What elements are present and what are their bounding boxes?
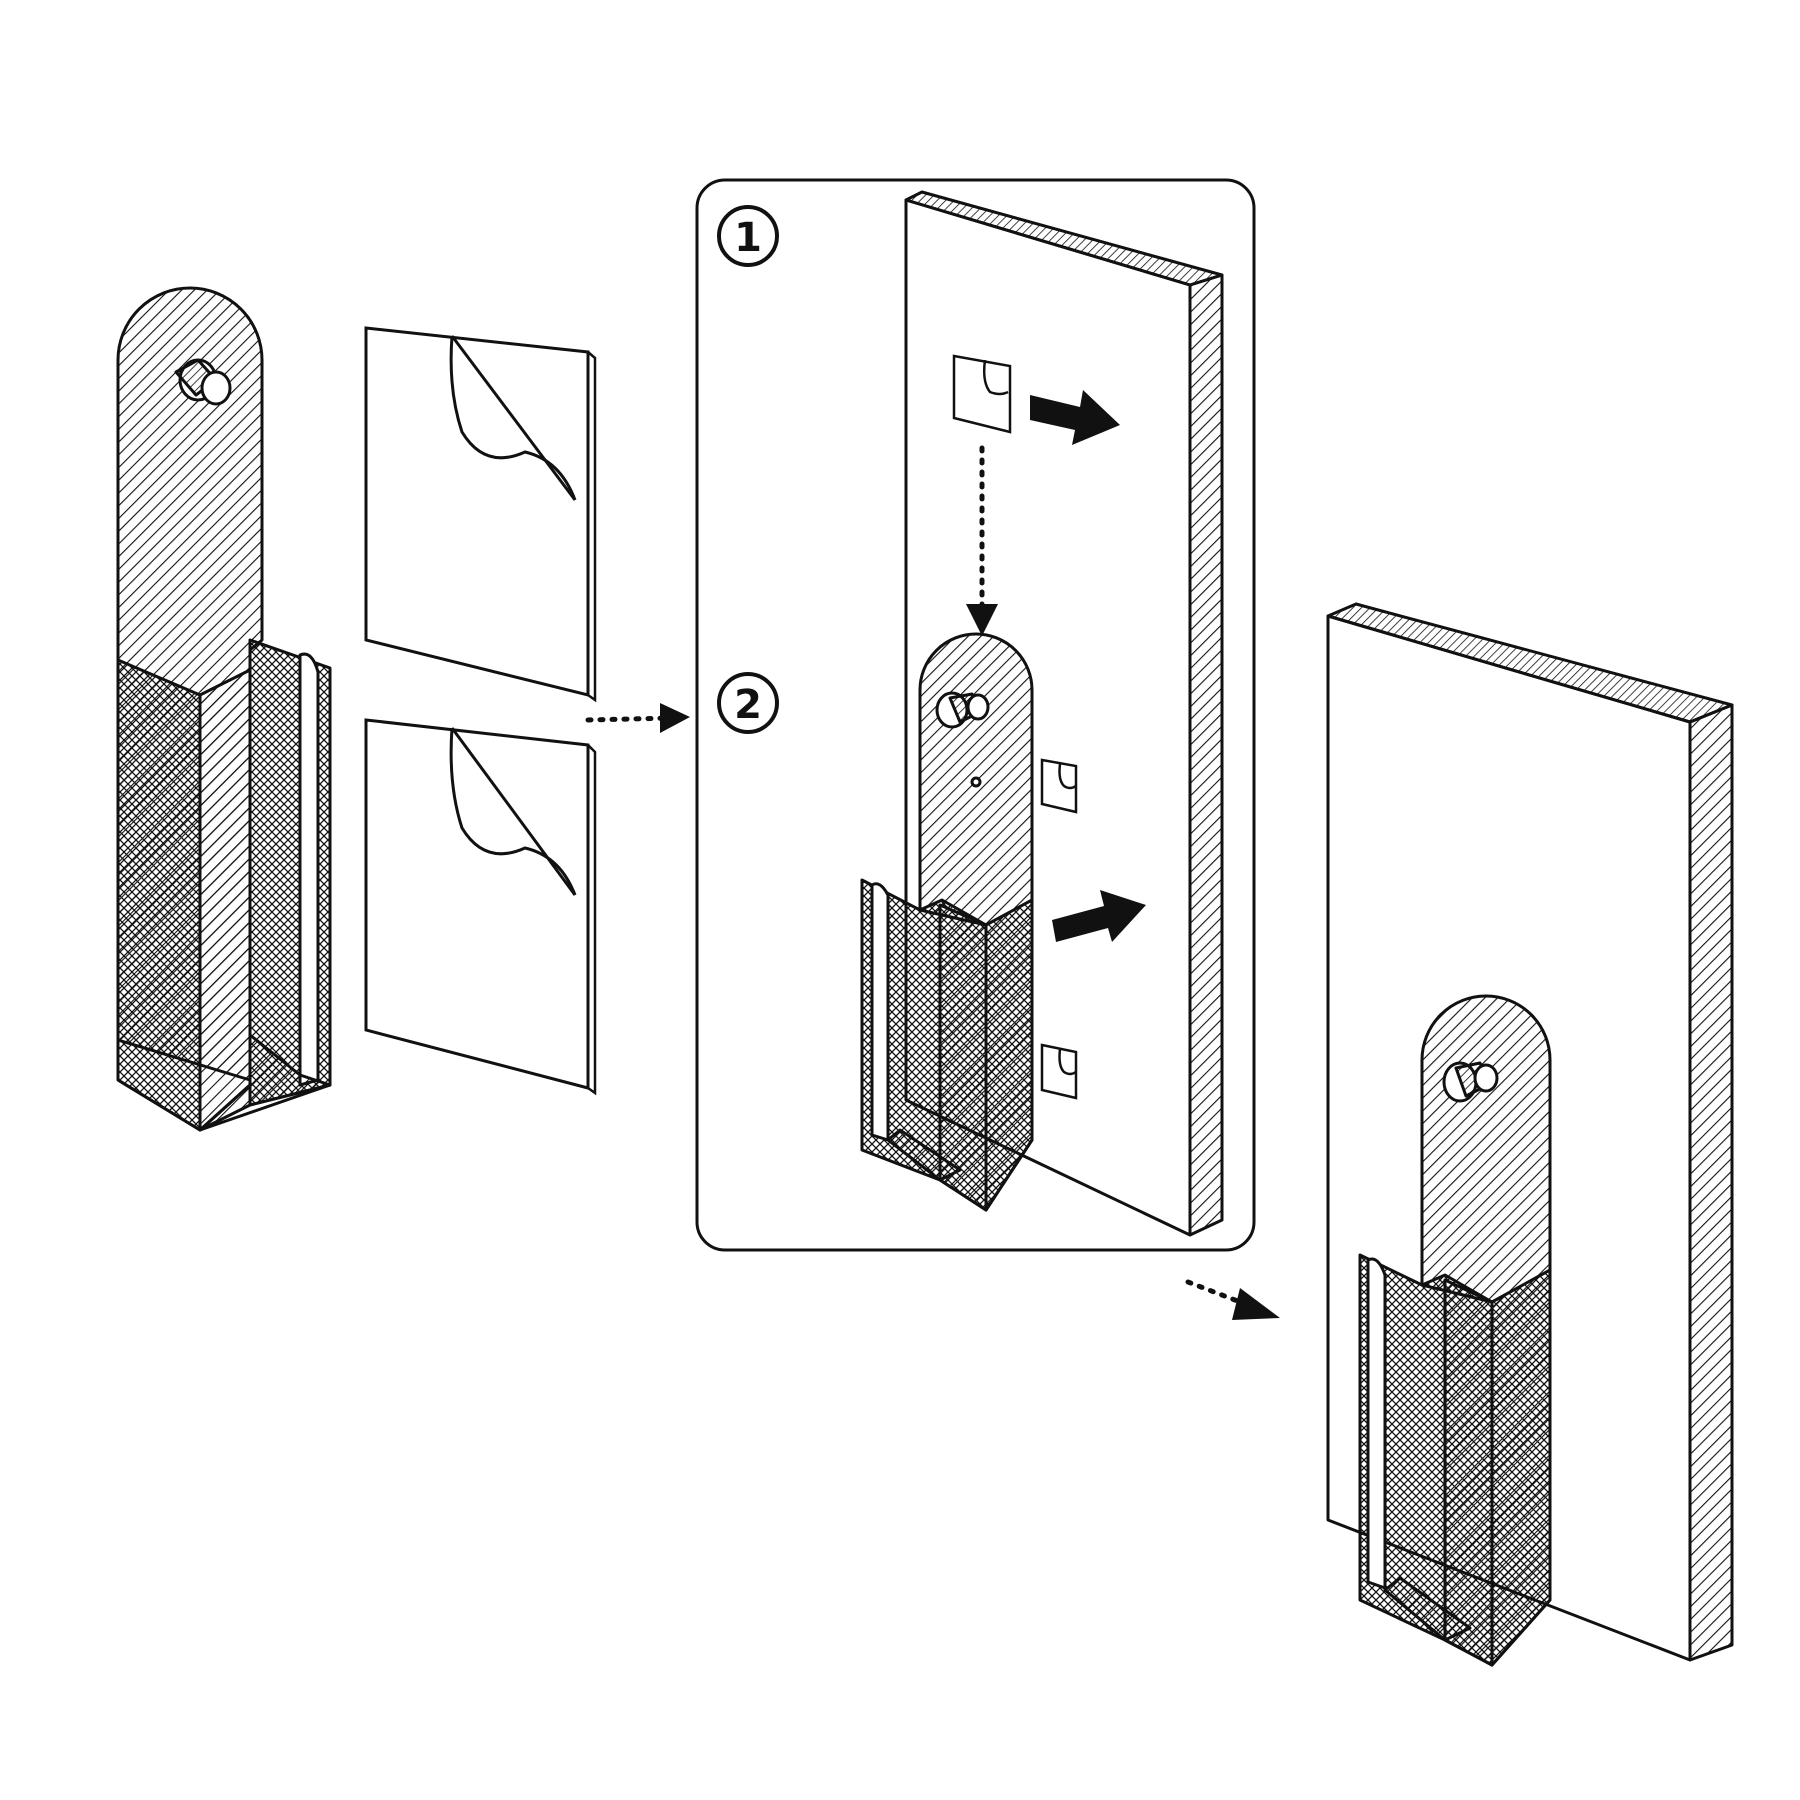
holder-box-front <box>116 658 202 1132</box>
peel-corner-icon <box>449 727 577 896</box>
pin-knob-icon <box>174 358 232 406</box>
adhesive-pad-small-2 <box>1040 758 1078 814</box>
arrow-icon <box>1030 390 1120 445</box>
arrow-icon <box>1052 890 1146 942</box>
dotted-arrow-icon <box>966 445 998 636</box>
holder-box-inner <box>198 668 252 1132</box>
step-badge-2: 2 <box>717 672 779 734</box>
adhesive-pad-small-3 <box>1040 1043 1078 1100</box>
svg-text:2: 2 <box>734 682 762 728</box>
pin-knob-icon <box>935 691 990 729</box>
holder-step2 <box>860 632 1034 1212</box>
step-badge-1: 1 <box>717 205 779 267</box>
wall-side-edge <box>1188 273 1224 1237</box>
wall-side-edge <box>1688 703 1734 1662</box>
holder-left <box>116 286 332 1132</box>
svg-text:1: 1 <box>734 215 762 261</box>
holder-box-floor <box>198 1033 332 1132</box>
peel-corner-icon <box>449 335 577 501</box>
holder-final <box>1358 994 1552 1667</box>
dotted-arrow-icon <box>585 703 690 733</box>
pin-knob-icon <box>1442 1061 1499 1103</box>
adhesive-pad-bottom <box>364 718 597 1096</box>
dotted-arrow-icon <box>1185 1279 1280 1320</box>
adhesive-pad-small-1 <box>952 354 1012 434</box>
holder-box-rim <box>298 652 320 1087</box>
adhesive-pad-top <box>364 326 597 703</box>
